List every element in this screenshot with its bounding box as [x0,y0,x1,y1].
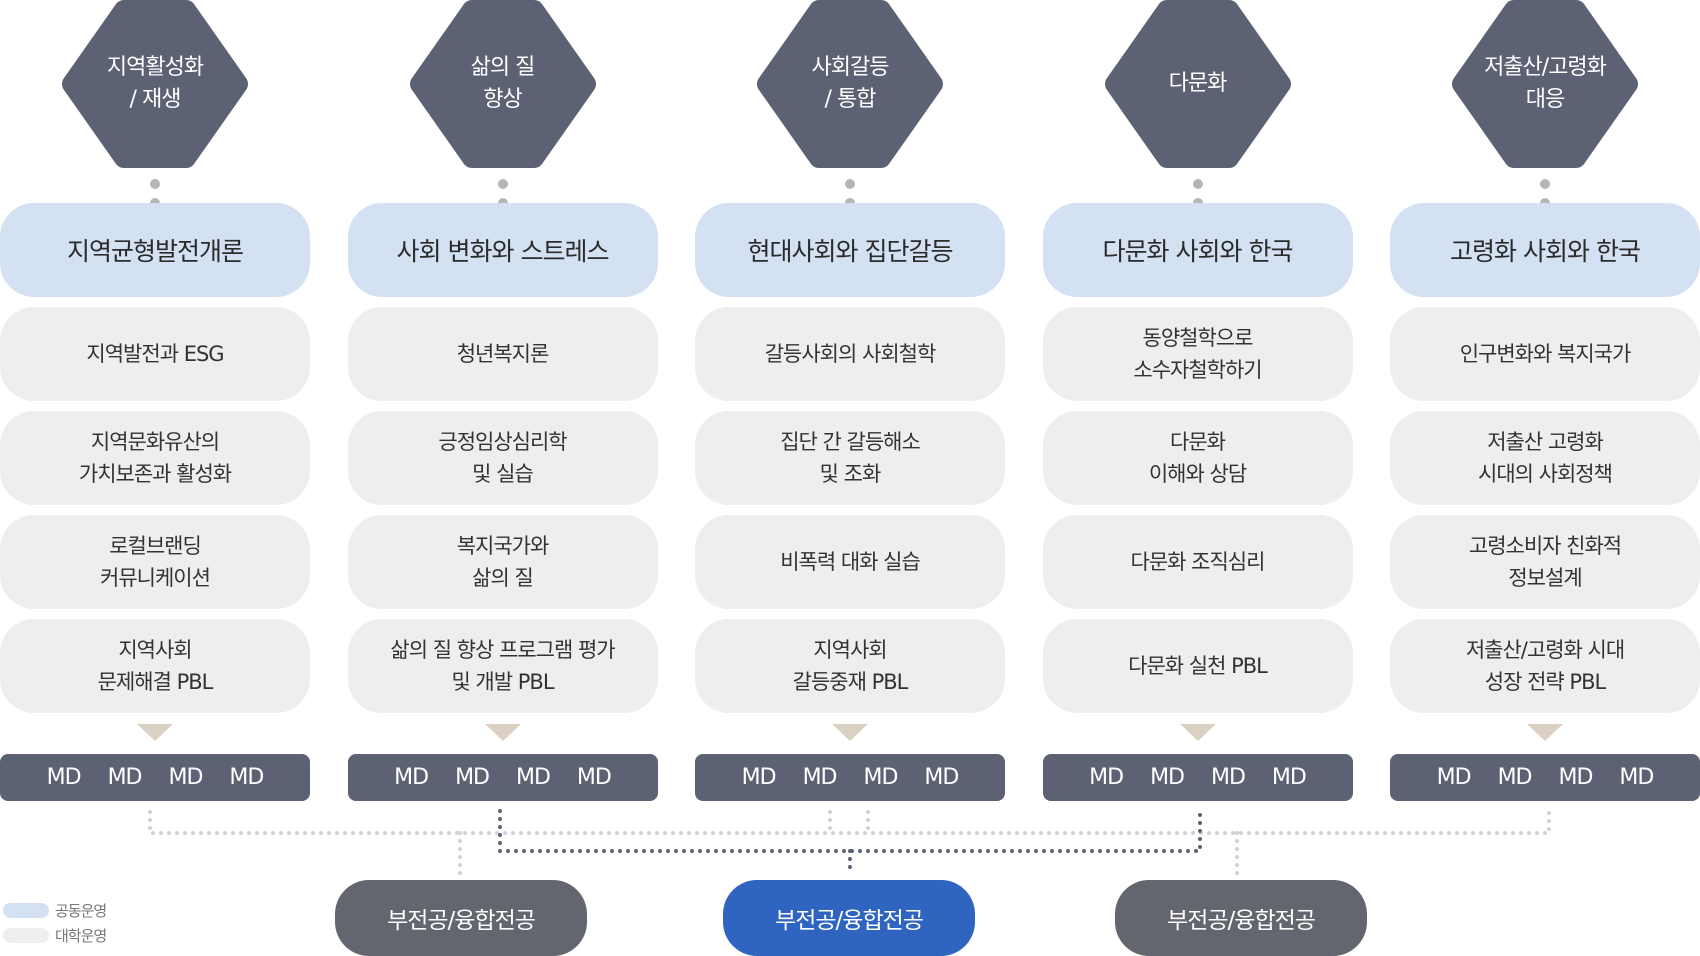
university-course: 청년복지론 [347,307,658,401]
minor-major-pill-left: 부전공/융합전공 [335,880,587,956]
university-course: 지역사회 문제해결 PBL [0,619,310,713]
university-course: 다문화 이해와 상담 [1042,411,1353,505]
md-bar: MD MD MD MD [347,754,658,801]
legend-swatch-university [3,928,49,943]
university-course: 저출산 고령화 시대의 사회정책 [1390,411,1700,505]
hexagon-shape [1104,0,1291,168]
md-label: MD [229,765,264,790]
pill-label: 부전공/융합전공 [387,908,536,934]
theme-label: 사회갈등 / 통합 [811,55,890,112]
md-label: MD [516,765,551,790]
university-course: 다문화 조직심리 [1042,515,1353,609]
md-label: MD [1619,765,1654,790]
md-label: MD [1558,765,1594,790]
theme-label: 다문화 [1168,71,1228,96]
chevron-down-icon [832,724,868,741]
chevron-down-icon [1527,724,1563,741]
joint-course: 지역균형발전개론 [0,203,310,297]
legend-label: 공동운영 [55,902,107,920]
md-bar: MD MD MD MD [1390,754,1700,801]
university-course: 고령소비자 친화적 정보설계 [1390,515,1700,609]
md-label: MD [1150,765,1185,790]
university-course: 로컬브랜딩 커뮤니케이션 [0,515,310,609]
md-bar: MD MD MD MD [695,754,1005,801]
joint-course: 고령화 사회와 한국 [1390,203,1700,297]
university-course: 지역발전과 ESG [0,307,310,401]
theme-label: 저출산/고령화 대응 [1484,55,1607,112]
md-label: MD [394,765,429,790]
legend-joint: 공동운영 [3,900,107,921]
connector-dot [497,179,508,189]
chevron-down-icon [137,724,173,741]
md-label: MD [802,765,838,790]
md-label: MD [576,765,612,790]
chevron-down-icon [1179,724,1216,741]
md-label: MD [741,765,777,790]
md-bar: MD MD MD MD [1042,754,1353,801]
theme-label: 삶의 질 향상 [470,55,536,112]
university-course: 긍정임상심리학 및 실습 [347,411,658,505]
theme-hexagon: 사회갈등 / 통합 [757,0,943,168]
hexagon-shape [757,0,943,168]
university-course: 지역사회 갈등중재 PBL [695,619,1005,713]
md-label: MD [46,765,82,790]
legend-label: 대학운영 [55,927,107,945]
hexagon-shape [409,0,596,168]
hexagon-shape [1452,0,1638,168]
md-label: MD [863,765,899,790]
light-connector [148,810,1551,835]
minor-major-pill-right: 부전공/융합전공 [1115,880,1367,956]
md-label: MD [1089,765,1124,790]
university-course: 지역문화유산의 가치보존과 활성화 [0,411,310,505]
theme-hexagon: 다문화 [1104,0,1291,168]
pill-label: 부전공/융합전공 [775,908,924,934]
md-label: MD [1497,765,1533,790]
joint-course: 다문화 사회와 한국 [1042,203,1353,297]
connector-dot [150,179,160,189]
md-label: MD [168,765,204,790]
minor-major-pill-center: 부전공/융합전공 [723,880,975,956]
theme-label: 지역활성화 / 재생 [106,55,204,112]
joint-course: 사회 변화와 스트레스 [347,203,658,297]
connector-dot [845,179,855,189]
dark-connector [498,809,1202,853]
md-label: MD [455,765,490,790]
connector-dot [1192,179,1203,189]
md-label: MD [1211,765,1246,790]
connector-dot [1540,179,1550,189]
university-course: 동양철학으로 소수자철학하기 [1042,307,1353,401]
chevron-down-icon [484,724,521,741]
pill-label: 부전공/융합전공 [1167,908,1316,934]
university-course: 복지국가와 삶의 질 [347,515,658,609]
md-label: MD [924,765,959,790]
university-course: 비폭력 대화 실습 [695,515,1005,609]
university-course: 인구변화와 복지국가 [1390,307,1700,401]
university-course: 집단 간 갈등해소 및 조화 [695,411,1005,505]
university-course: 삶의 질 향상 프로그램 평가 및 개발 PBL [347,619,658,713]
legend-swatch-joint [3,903,49,918]
university-course: 다문화 실천 PBL [1042,619,1353,713]
md-label: MD [107,765,143,790]
joint-course: 현대사회와 집단갈등 [695,203,1005,297]
md-label: MD [1436,765,1472,790]
legend-university: 대학운영 [3,925,107,946]
university-course: 갈등사회의 사회철학 [695,307,1005,401]
md-bar: MD MD MD MD [0,754,310,801]
md-label: MD [1271,765,1307,790]
university-course: 저출산/고령화 시대 성장 전략 PBL [1390,619,1700,713]
theme-hexagon: 지역활성화 / 재생 [62,0,248,168]
theme-hexagon: 저출산/고령화 대응 [1452,0,1638,168]
hexagon-shape [62,0,248,168]
theme-hexagon: 삶의 질 향상 [409,0,596,168]
